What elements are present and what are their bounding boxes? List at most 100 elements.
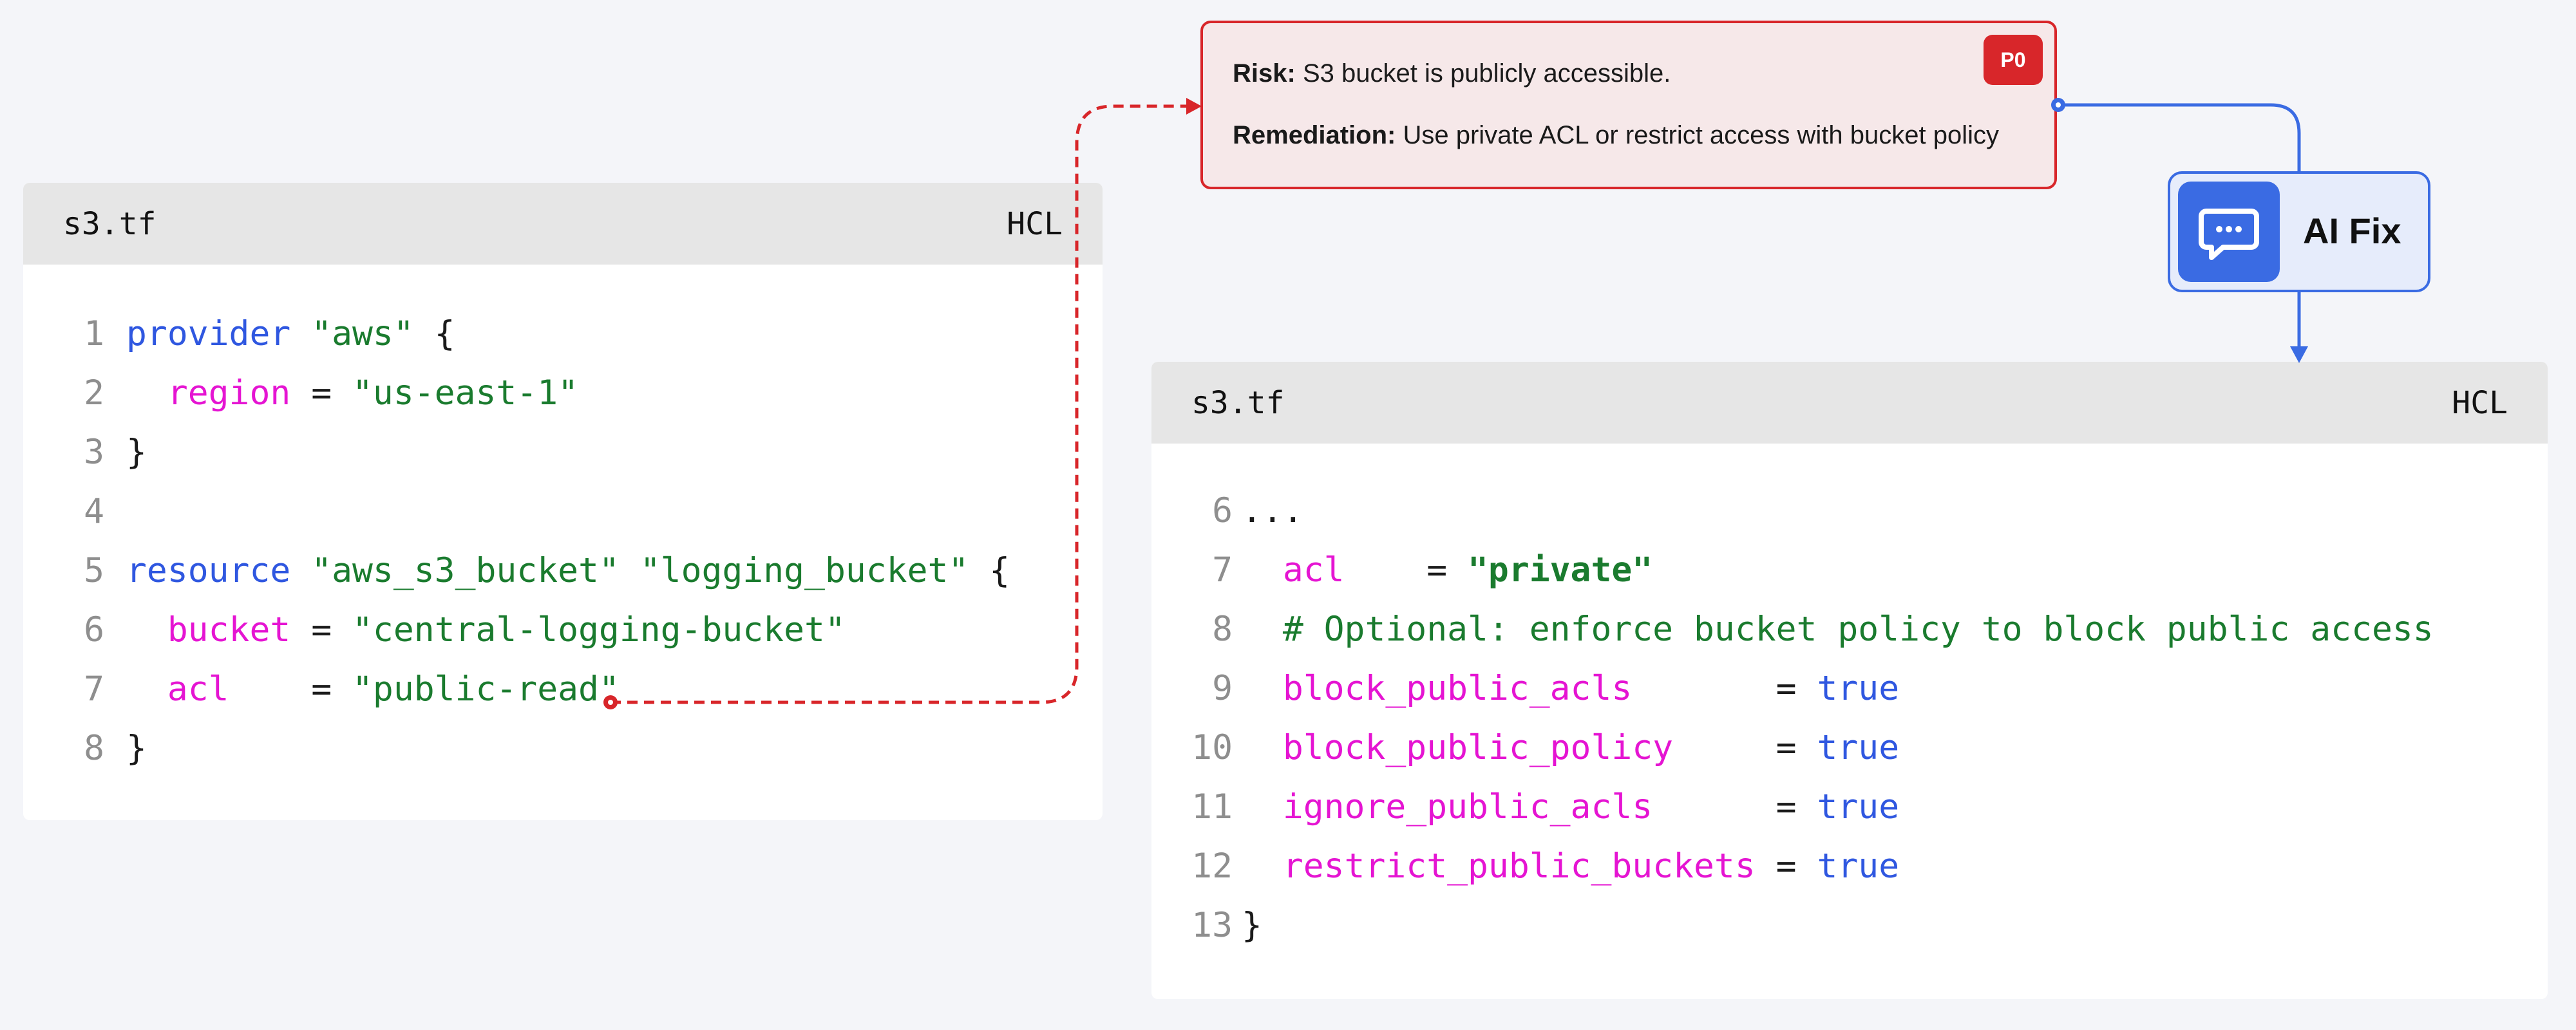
risk-line: Risk: S3 bucket is publicly accessible. [1233, 59, 1671, 88]
code-token [1242, 550, 1283, 590]
risk-arrowhead [1186, 98, 1202, 115]
code-panel-header: s3.tf HCL [23, 183, 1103, 265]
code-line: 4 [23, 489, 126, 534]
line-number: 3 [84, 433, 104, 472]
code-line: 5 resource "aws_s3_bucket" "logging_bucke… [23, 548, 1010, 594]
code-token: "logging_bucket" [639, 551, 969, 590]
priority-badge: P0 [1984, 35, 2043, 85]
code-token [1242, 787, 1283, 827]
code-token [1242, 847, 1283, 886]
chat-bubble-icon [2178, 182, 2280, 282]
line-number: 7 [1212, 550, 1233, 590]
code-token [126, 610, 167, 650]
line-number: 8 [84, 729, 104, 768]
line-number: 7 [84, 670, 104, 709]
code-token: = [290, 610, 353, 650]
code-token: ignore_public_acls [1282, 787, 1653, 827]
code-token: "aws" [311, 314, 414, 353]
line-number: 9 [1212, 669, 1233, 708]
code-token: true [1817, 669, 1900, 708]
code-token: = [1632, 669, 1817, 708]
code-token: = [1673, 728, 1817, 767]
code-token: provider [126, 314, 291, 353]
remediation-label: Remediation: [1233, 121, 1396, 149]
code-token: block_public_acls [1282, 669, 1633, 708]
code-token: } [1242, 906, 1262, 945]
code-token: "aws_s3_bucket" [311, 551, 620, 590]
code-token: bucket [167, 610, 291, 650]
line-number: 6 [84, 610, 104, 650]
code-token: "private" [1468, 550, 1653, 590]
code-token: true [1817, 787, 1900, 827]
code-token: = [290, 373, 353, 413]
code-token: ... [1242, 491, 1303, 530]
code-line: 13} [1151, 903, 1262, 948]
code-token: { [969, 551, 1010, 590]
risk-text: S3 bucket is publicly accessible. [1302, 59, 1671, 88]
code-token: = [1344, 550, 1468, 590]
original-code-panel: s3.tf HCL 1 provider "aws" {2 region = "u… [23, 183, 1103, 820]
risk-label: Risk: [1233, 59, 1296, 88]
code-token [1242, 728, 1283, 767]
code-line: 1 provider "aws" { [23, 312, 455, 357]
code-token: region [167, 373, 291, 413]
code-token: acl [167, 670, 229, 709]
filename-label: s3.tf [1191, 385, 1285, 421]
code-token [290, 314, 311, 353]
line-number: 1 [84, 314, 104, 353]
code-token: } [126, 729, 147, 768]
code-token [126, 670, 167, 709]
code-token: = [1653, 787, 1817, 827]
code-token [620, 551, 640, 590]
code-line: 12 restrict_public_buckets = true [1151, 844, 1899, 889]
code-token [290, 551, 311, 590]
remediation-line: Remediation: Use private ACL or restrict… [1233, 121, 1999, 150]
code-token [1242, 610, 1283, 649]
ai-fix-connector-in [2058, 103, 2301, 171]
code-line: 2 region = "us-east-1" [23, 371, 578, 416]
line-number: 4 [84, 492, 104, 531]
code-token: } [126, 433, 147, 472]
code-line: 7 acl = "private" [1151, 548, 1653, 593]
line-number: 8 [1212, 610, 1233, 649]
language-label: HCL [2452, 385, 2508, 421]
line-number: 13 [1191, 906, 1233, 945]
code-line: 9 block_public_acls = true [1151, 666, 1899, 711]
code-token: "central-logging-bucket" [352, 610, 846, 650]
code-line: 6 bucket = "central-logging-bucket" [23, 608, 846, 653]
line-number: 12 [1191, 847, 1233, 886]
code-line: 8} [23, 726, 147, 771]
code-token: true [1817, 847, 1900, 886]
code-token [1242, 669, 1283, 708]
code-token: "us-east-1" [352, 373, 579, 413]
language-label: HCL [1007, 206, 1063, 242]
filename-label: s3.tf [63, 206, 156, 242]
line-number: 10 [1191, 728, 1233, 767]
risk-card: Risk: S3 bucket is publicly accessible. … [1200, 21, 2057, 189]
ai-fix-node[interactable]: AI Fix [2168, 171, 2430, 292]
line-number: 5 [84, 551, 104, 590]
code-token: true [1817, 728, 1900, 767]
code-panel-header: s3.tf HCL [1151, 362, 2548, 444]
fixed-code-panel: s3.tf HCL 6...7 acl = "private"8 # Optio… [1151, 362, 2548, 999]
code-token: block_public_policy [1282, 728, 1674, 767]
code-line: 10 block_public_policy = true [1151, 726, 1899, 771]
code-token: { [413, 314, 455, 353]
code-line: 3} [23, 430, 147, 475]
code-line: 11 ignore_public_acls = true [1151, 785, 1899, 830]
line-number: 6 [1212, 491, 1233, 530]
ai-fix-arrowhead [2290, 346, 2308, 363]
code-token: acl [1282, 550, 1345, 590]
code-token: "public-read" [352, 670, 620, 709]
code-token: = [229, 670, 353, 709]
remediation-text: Use private ACL or restrict access with … [1403, 121, 2000, 149]
code-line: 6... [1151, 489, 1303, 534]
code-token: resource [126, 551, 291, 590]
code-token [126, 373, 167, 413]
code-token: = [1755, 847, 1817, 886]
code-line: 7 acl = "public-read" [23, 667, 620, 712]
code-token: restrict_public_buckets [1282, 847, 1756, 886]
code-token: # Optional: enforce bucket policy to blo… [1282, 610, 2434, 649]
code-line: 8 # Optional: enforce bucket policy to b… [1151, 607, 2434, 652]
line-number: 2 [84, 373, 104, 413]
